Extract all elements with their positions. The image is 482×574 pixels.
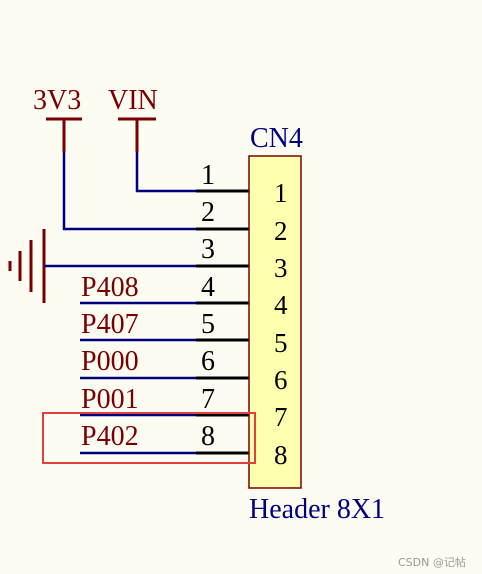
connector-body: [248, 155, 302, 489]
connector-ref-label: CN4: [250, 123, 303, 154]
pin-number-6: 6: [201, 346, 215, 377]
net-labels: P408 P407 P000 P001 P402: [81, 272, 139, 452]
pin-number-7: 7: [201, 384, 215, 415]
pin-number-2: 2: [201, 197, 215, 228]
power-label-3v3: 3V3: [33, 85, 81, 116]
inner-pin-number-1: 1: [274, 178, 288, 208]
inner-pin-number-5: 5: [274, 328, 288, 358]
pin-number-5: 5: [201, 309, 215, 340]
inner-pin-number-6: 6: [274, 365, 288, 395]
pin-number-3: 3: [201, 234, 215, 265]
net-label-p402: P402: [81, 421, 139, 452]
power-port-vin: VIN: [108, 85, 158, 152]
highlight-box-p402: [42, 412, 256, 464]
inner-pin-number-2: 2: [274, 216, 288, 246]
outer-pin-numbers: 1 2 3 4 5 6 7 8: [201, 160, 215, 452]
wire-3v3-pin2: [62, 152, 196, 231]
net-label-p408: P408: [81, 272, 139, 303]
connector-pin-legs: [196, 189, 249, 455]
power-label-vin: VIN: [108, 85, 158, 116]
inner-pin-number-4: 4: [274, 290, 288, 320]
watermark-text: CSDN @记帖: [398, 556, 466, 569]
net-label-p407: P407: [81, 309, 139, 340]
inner-pin-numbers: 1 2 3 4 5 6 7 8: [274, 178, 288, 470]
power-port-3v3: 3V3: [33, 85, 82, 152]
net-label-p001: P001: [81, 384, 139, 415]
pin-number-1: 1: [201, 160, 215, 191]
inner-pin-number-8: 8: [274, 440, 288, 470]
wire-vin-pin1: [135, 152, 196, 193]
pin-number-4: 4: [201, 272, 215, 303]
inner-pin-number-3: 3: [274, 253, 288, 283]
inner-pin-number-7: 7: [274, 402, 288, 432]
ground-symbol: [8, 229, 46, 303]
pin-number-8: 8: [201, 421, 215, 452]
wires: [44, 152, 196, 455]
net-label-p000: P000: [81, 346, 139, 377]
connector-part-label: Header 8X1: [249, 494, 385, 525]
